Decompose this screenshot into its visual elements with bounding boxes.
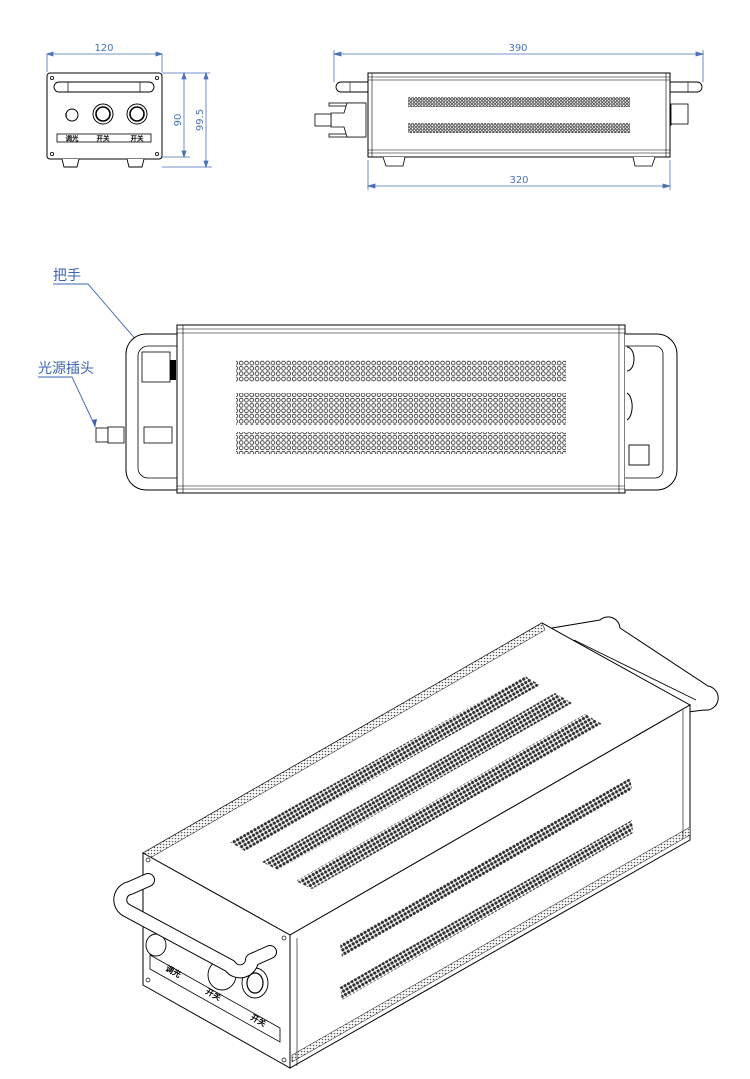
vent-row-1	[408, 97, 630, 107]
dimension-body-length-label: 320	[509, 175, 528, 186]
iso-handle-back	[539, 616, 719, 713]
callout-light-source-plug: 光源插头	[38, 361, 94, 377]
vent-row-2	[408, 123, 630, 133]
iso-label-strip	[149, 954, 281, 1043]
iso-side-vent-2	[340, 820, 633, 1000]
iso-side-vent-1	[340, 778, 632, 957]
iso-top-vent-1	[230, 676, 540, 851]
dimension-height-feet-label: 99.5	[195, 109, 206, 131]
handle-left	[335, 81, 368, 93]
handle-icon	[53, 81, 155, 93]
foot-right	[126, 158, 145, 168]
dimension-body-length	[366, 160, 672, 190]
dimension-overall-length-label: 390	[508, 43, 527, 54]
side-body	[367, 72, 671, 158]
switch-1-icon	[92, 103, 114, 125]
callout-handle: 把手	[53, 268, 81, 284]
front-view: 120 调光 开关 开关	[0, 0, 230, 180]
label-dimmer: 调光	[66, 134, 80, 143]
light-source-plug-side	[314, 102, 367, 138]
dimension-width	[45, 51, 164, 72]
label-switch-2: 开关	[131, 134, 145, 143]
label-strip	[56, 133, 152, 143]
iso-top-vent-3	[296, 714, 602, 889]
side-view: 390	[300, 30, 730, 200]
foot-left	[61, 158, 80, 168]
leader-plug	[38, 376, 96, 427]
light-source-plug-top	[95, 426, 173, 444]
top-view: 把手 光源插头	[30, 255, 710, 505]
isometric-view: 调光 开关 开关	[100, 610, 720, 1070]
dimension-height	[162, 71, 212, 169]
vent-block-2	[236, 393, 566, 425]
vent-block-1	[236, 360, 566, 382]
switch-2-icon	[126, 103, 148, 125]
handle-right	[669, 81, 703, 93]
dimmer-knob-icon	[65, 108, 79, 122]
leader-handle	[53, 283, 138, 342]
dimension-height-label: 90	[173, 114, 184, 127]
vent-block-3	[236, 432, 566, 454]
iso-top-vent-2	[262, 693, 572, 870]
dimension-overall-length	[332, 50, 705, 82]
label-switch-1: 开关	[97, 134, 111, 143]
dimension-width-label: 120	[94, 43, 113, 54]
handle-right-top	[625, 333, 678, 491]
connector-right	[669, 103, 689, 127]
